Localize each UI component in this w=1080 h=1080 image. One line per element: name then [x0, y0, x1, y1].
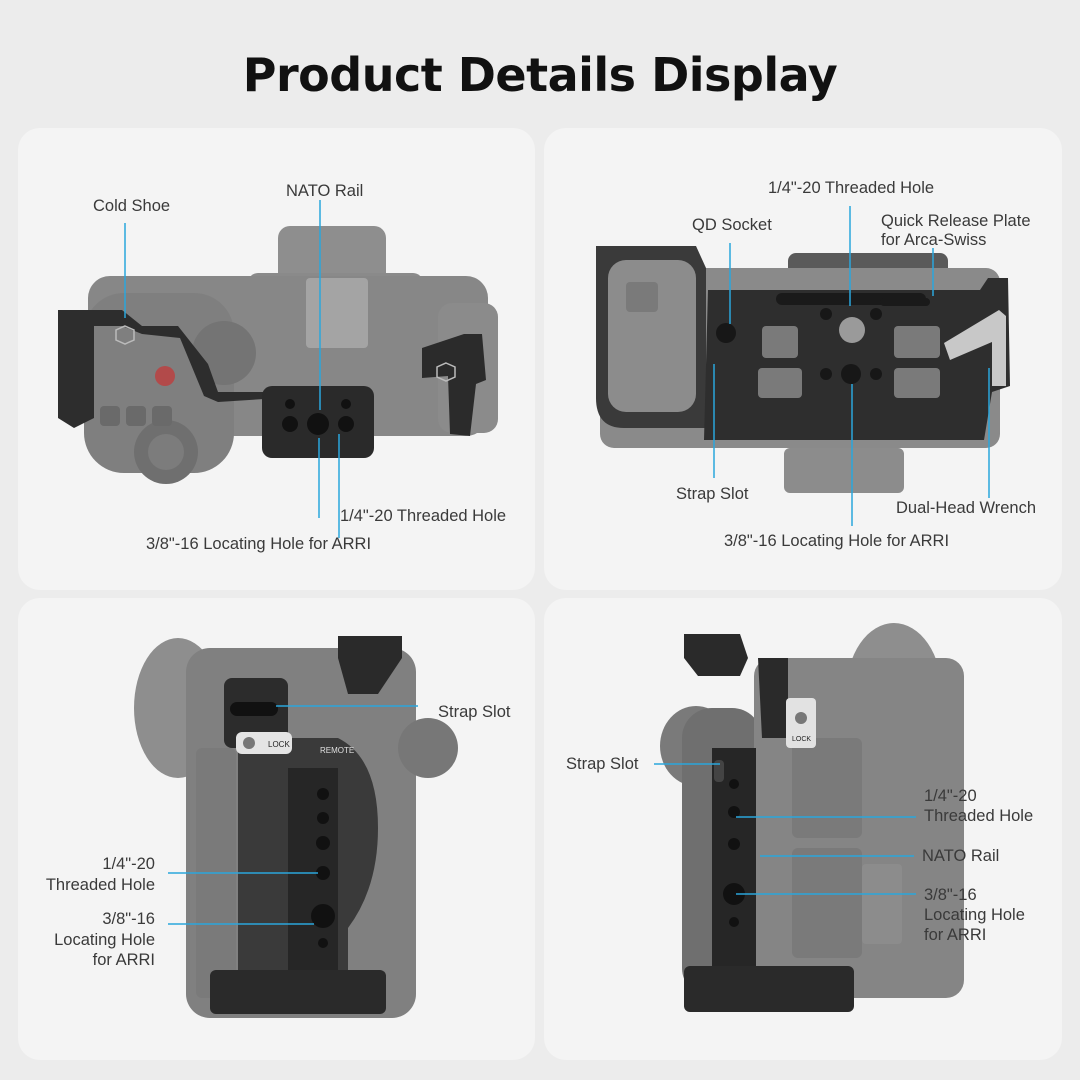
camera-bottom-view-image	[596, 206, 1010, 526]
lock-marking: LOCK	[792, 736, 811, 743]
label-locating-line3: for ARRI	[924, 926, 987, 944]
label-nato-rail: NATO Rail	[922, 847, 1000, 865]
label-threaded-hole: 1/4"-20 Threaded Hole	[768, 179, 935, 197]
label-locating-hole: 3/8"-16 Locating Hole for ARRI	[146, 535, 372, 553]
label-threaded-line2: Threaded Hole	[924, 807, 1034, 825]
label-threaded-line1: 1/4"-20	[924, 787, 977, 805]
label-locating-line3: for ARRI	[92, 951, 155, 969]
label-dual-head-wrench: Dual-Head Wrench	[896, 499, 1037, 517]
panel-top-view: Cold Shoe NATO Rail 1/4"-20 Threaded Hol…	[18, 128, 535, 590]
panel-bottom-view: 1/4"-20 Threaded Hole QD Socket Quick Re…	[544, 128, 1062, 590]
label-locating-line2: Locating Hole	[924, 906, 1025, 924]
camera-top-view-image	[58, 200, 498, 538]
label-locating-line1: 3/8"-16	[102, 910, 155, 928]
panel-grip-side: LOCK REMOTE Strap Slot 1/4"-20 Threaded …	[18, 598, 535, 1060]
page-title: Product Details Display	[242, 48, 838, 102]
label-strap-slot: Strap Slot	[566, 755, 639, 773]
label-cold-shoe: Cold Shoe	[93, 197, 171, 215]
label-locating-line1: 3/8"-16	[924, 886, 977, 904]
camera-grip-side-image: LOCK REMOTE	[134, 636, 458, 1018]
label-threaded-hole: 1/4"-20 Threaded Hole	[340, 507, 507, 525]
label-threaded-line1: 1/4"-20	[102, 855, 155, 873]
label-locating-line2: Locating Hole	[54, 931, 155, 949]
label-locating-hole: 3/8"-16 Locating Hole for ARRI	[724, 532, 950, 550]
lock-marking: LOCK	[268, 740, 290, 749]
panel-left-side: LOCK Strap Slot 1/4"-20 Threaded Hole NA…	[544, 598, 1062, 1060]
label-nato-rail: NATO Rail	[286, 182, 364, 200]
label-qd-socket: QD Socket	[692, 216, 772, 234]
label-strap-slot: Strap Slot	[676, 485, 749, 503]
remote-marking: REMOTE	[320, 746, 354, 755]
label-strap-slot: Strap Slot	[438, 703, 511, 721]
label-threaded-line2: Threaded Hole	[45, 876, 155, 894]
label-quick-release-line1: Quick Release Plate	[881, 212, 1031, 230]
camera-left-side-image: LOCK	[654, 623, 964, 1012]
label-quick-release-line2: for Arca-Swiss	[881, 231, 987, 249]
